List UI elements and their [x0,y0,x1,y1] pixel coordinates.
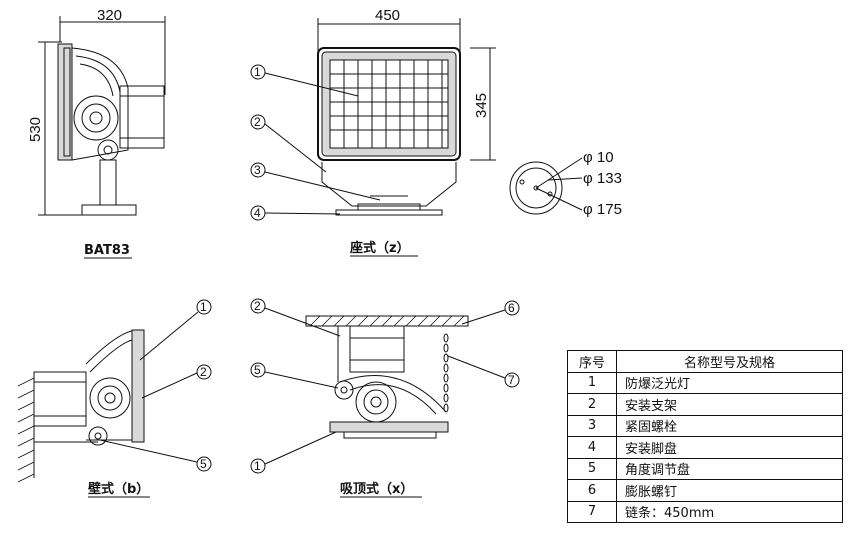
parts-table-header: 序号 名称型号及规格 [567,350,843,373]
ceiling-view [305,315,469,439]
svg-text:1: 1 [254,459,261,473]
row-no: 7 [567,500,617,523]
row-name: 安装支架 [616,393,843,416]
ceiling-callout-5 [250,362,266,378]
row-name: 防爆泛光灯 [616,371,843,394]
table-row: 4 安装脚盘 [567,436,843,459]
wall-callouts: 1 2 5 [99,299,212,472]
front-height-dim: 345 [473,93,490,118]
wall-caption: 壁式（b） [88,481,149,497]
front-width-dim: 450 [375,7,400,24]
row-name: 膨胀螺钉 [616,479,843,502]
row-no: 5 [567,457,617,480]
svg-text:1: 1 [200,300,207,314]
row-no: 2 [567,393,617,416]
svg-text:2: 2 [254,299,261,313]
outer-dim: φ 175 [583,201,622,218]
hole-dim: φ 10 [583,149,614,166]
table-row: 3 紧固螺栓 [567,414,843,437]
front-view: 450 345 [317,7,496,216]
base-plate-detail: φ 10 φ 133 φ 175 [509,149,622,218]
table-row: 6 膨胀螺钉 [567,479,843,502]
front-callouts: 1 2 3 4 [250,64,381,221]
header-no: 序号 [567,350,617,373]
row-name: 链条：450mm [616,500,843,523]
svg-text:6: 6 [508,301,515,315]
row-no: 6 [567,479,617,502]
svg-text:5: 5 [200,457,207,471]
table-row: 1 防爆泛光灯 [567,371,843,394]
header-name: 名称型号及规格 [616,350,843,373]
svg-text:4: 4 [254,206,261,220]
front-callout-2 [250,114,266,130]
ceiling-callout-2 [250,298,266,314]
side-height-dim: 530 [27,117,44,142]
svg-text:3: 3 [254,163,261,177]
row-no: 3 [567,414,617,437]
wall-view [17,329,145,483]
table-row: 5 角度调节盘 [567,457,843,480]
row-no: 4 [567,436,617,459]
svg-text:2: 2 [200,365,207,379]
wall-callout-2 [196,364,212,380]
wall-callout-1 [196,299,212,315]
ceiling-callout-6 [504,300,520,316]
ceiling-callout-1 [250,458,266,474]
wall-callout-5 [196,456,212,472]
ceiling-callouts: 2 5 1 6 7 [250,298,520,474]
row-name: 紧固螺栓 [616,414,843,437]
svg-text:5: 5 [254,363,261,377]
ceiling-callout-7 [504,372,520,388]
ceiling-caption: 吸顶式（x） [340,481,413,497]
row-no: 1 [567,371,617,394]
parts-table: 序号 名称型号及规格 1 防爆泛光灯 2 安装支架 3 紧固螺栓 4 安装脚盘 … [567,350,843,523]
svg-text:2: 2 [254,115,261,129]
front-callout-3 [250,162,266,178]
bolt-circle-dim: φ 133 [583,170,622,187]
row-name: 角度调节盘 [616,457,843,480]
svg-text:7: 7 [508,373,515,387]
front-caption: 座式（z） [349,240,410,256]
table-row: 2 安装支架 [567,393,843,416]
table-row: 7 链条：450mm [567,500,843,523]
front-callout-1 [250,64,266,80]
svg-text:1: 1 [254,65,261,79]
row-name: 安装脚盘 [616,436,843,459]
side-width-dim: 320 [97,7,122,24]
side-caption: BAT83 [84,243,130,258]
side-view: 320 530 [27,7,166,216]
